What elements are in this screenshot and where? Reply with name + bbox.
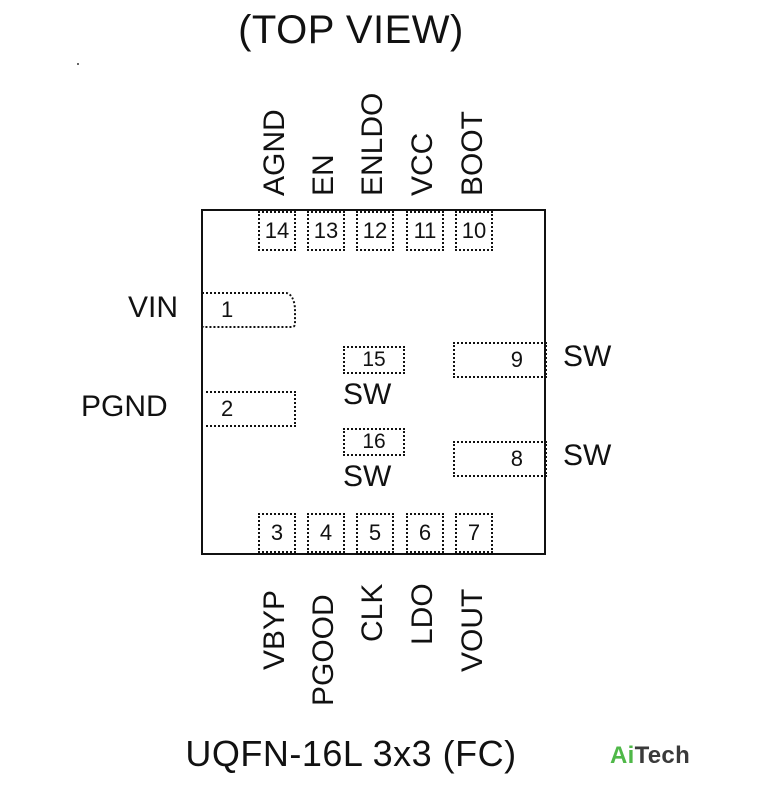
aitech-logo: AiTech <box>610 742 690 770</box>
package-outline <box>201 209 546 555</box>
logo-ai: Ai <box>610 742 635 769</box>
pin-name-clk: CLK <box>356 583 389 642</box>
diagram-title: (TOP VIEW) <box>238 8 464 52</box>
pad-9: 9 <box>453 342 547 378</box>
pin-name-agnd: AGND <box>258 109 291 196</box>
pad-7: 7 <box>455 513 493 553</box>
pad-11: 11 <box>406 211 444 251</box>
pad-3: 3 <box>258 513 296 553</box>
pin-name-pgnd: PGND <box>81 390 168 423</box>
pad-15: 15 <box>343 346 405 374</box>
pad-13: 13 <box>307 211 345 251</box>
pin-name-ldo: LDO <box>406 583 439 645</box>
pin-name-pgood: PGOOD <box>307 594 340 706</box>
pin-name-sw-9: SW <box>563 340 612 373</box>
pin-name-vcc: VCC <box>406 132 439 196</box>
pin-name-en: EN <box>307 154 340 196</box>
pin-name-sw-16: SW <box>343 460 392 493</box>
stray-dot <box>77 63 79 65</box>
pin-name-vin: VIN <box>128 291 179 324</box>
pad-4: 4 <box>307 513 345 553</box>
pad-1: 1 <box>201 292 296 328</box>
pad-5: 5 <box>356 513 394 553</box>
pad-10: 10 <box>455 211 493 251</box>
pad-8: 8 <box>453 441 547 477</box>
pad-12: 12 <box>356 211 394 251</box>
pad-6: 6 <box>406 513 444 553</box>
pin-name-enldo: ENLDO <box>356 92 389 196</box>
logo-tech: Tech <box>634 742 691 769</box>
pad-14: 14 <box>258 211 296 251</box>
pin-name-sw-8: SW <box>563 439 612 472</box>
pin-name-vbyp: VBYP <box>258 589 291 670</box>
pin-name-vout: VOUT <box>456 588 489 672</box>
pin-name-boot: BOOT <box>456 110 489 196</box>
package-name: UQFN-16L 3x3 (FC) <box>185 733 517 774</box>
pad-16: 16 <box>343 428 405 456</box>
pad-2: 2 <box>201 391 296 427</box>
pin-name-sw-15: SW <box>343 378 392 411</box>
